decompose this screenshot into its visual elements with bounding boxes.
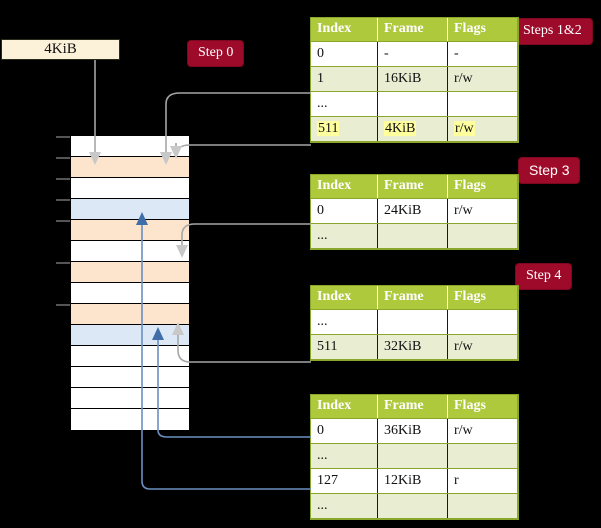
column-header-frame: Frame: [377, 395, 448, 419]
memory-row-tick: [56, 178, 70, 180]
cell-index: ...: [311, 309, 378, 335]
table-row: ...: [311, 443, 518, 469]
cell-frame: -: [377, 41, 448, 67]
memory-row: [71, 262, 189, 283]
table-row: ...: [311, 223, 518, 249]
wire-step3-row0: [181, 223, 311, 248]
highlighted-value: r/w: [454, 120, 475, 136]
column-header-frame: Frame: [377, 18, 448, 42]
frame-box-4kib: 4KiB: [1, 39, 120, 60]
cell-flags: [447, 309, 518, 335]
cell-flags: [447, 223, 518, 249]
cell-index: 127: [311, 468, 378, 494]
memory-row: [71, 304, 189, 325]
highlighted-value: 4KiB: [384, 120, 417, 136]
step-label-step-3: Step 3: [519, 158, 580, 183]
wire-step4-row511: [177, 332, 311, 363]
memory-row-tick: [56, 304, 70, 306]
memory-row-tick: [56, 136, 70, 138]
cell-flags: r/w: [447, 66, 518, 92]
cell-frame: 24KiB: [377, 198, 448, 224]
memory-row: [71, 283, 189, 304]
frame-box-label: 4KiB: [44, 41, 77, 57]
cell-flags: r/w: [447, 418, 518, 444]
memory-row: [71, 367, 189, 388]
memory-row: [71, 409, 189, 430]
cell-index: 511: [311, 334, 378, 360]
cell-frame: 36KiB: [377, 418, 448, 444]
cell-index: 1: [311, 66, 378, 92]
cell-index: 0: [311, 418, 378, 444]
cell-flags: r/w: [447, 198, 518, 224]
memory-row: [71, 325, 189, 346]
cell-index: 511: [311, 116, 378, 142]
cell-frame: 12KiB: [377, 468, 448, 494]
table-row: ...: [311, 91, 518, 117]
memory-row-tick: [56, 157, 70, 159]
cell-flags: [447, 493, 518, 519]
cell-index: ...: [311, 91, 378, 117]
memory-row: [71, 388, 189, 409]
table-row: 511 4KiB r/w: [311, 116, 518, 142]
memory-row: [71, 157, 189, 178]
table-row: ...: [311, 309, 518, 335]
column-header-flags: Flags: [447, 286, 518, 310]
cell-flags: r: [447, 468, 518, 494]
table-row: ...: [311, 493, 518, 519]
column-header-flags: Flags: [447, 18, 518, 42]
table-row: 0--: [311, 41, 518, 67]
cell-flags: [447, 443, 518, 469]
column-header-index: Index: [311, 18, 378, 42]
cell-frame: 4KiB: [377, 116, 448, 142]
memory-row: [71, 346, 189, 367]
cell-frame: [377, 443, 448, 469]
cell-frame: [377, 309, 448, 335]
step-label-steps-1-2: Steps 1&2: [513, 19, 592, 44]
cell-flags: r/w: [447, 116, 518, 142]
cell-flags: -: [447, 41, 518, 67]
column-header-flags: Flags: [447, 175, 518, 199]
column-header-index: Index: [311, 175, 378, 199]
memory-row: [71, 241, 189, 262]
column-header-flags: Flags: [447, 395, 518, 419]
cell-flags: [447, 91, 518, 117]
column-header-index: Index: [311, 286, 378, 310]
cell-flags: r/w: [447, 334, 518, 360]
cell-frame: [377, 91, 448, 117]
cell-index: 0: [311, 41, 378, 67]
wire-steps12-row511: [175, 143, 311, 157]
cell-index: ...: [311, 493, 378, 519]
memory-row-tick: [56, 199, 70, 201]
column-header-index: Index: [311, 395, 378, 419]
cell-frame: [377, 493, 448, 519]
memory-row-tick: [56, 220, 70, 222]
cell-frame: [377, 223, 448, 249]
memory-row: [71, 178, 189, 199]
column-header-frame: Frame: [377, 175, 448, 199]
memory-row: [71, 199, 189, 220]
step-label-step-4: Step 4: [516, 264, 572, 289]
cell-frame: 32KiB: [377, 334, 448, 360]
memory-row: [71, 136, 189, 157]
memory-column: [70, 135, 190, 431]
memory-row-tick: [56, 262, 70, 264]
memory-row: [71, 220, 189, 241]
step-label-step-0: Step 0: [188, 41, 244, 66]
cell-frame: 16KiB: [377, 66, 448, 92]
highlighted-value: 511: [317, 120, 340, 136]
cell-index: ...: [311, 443, 378, 469]
cell-index: 0: [311, 198, 378, 224]
cell-index: ...: [311, 223, 378, 249]
column-header-frame: Frame: [377, 286, 448, 310]
